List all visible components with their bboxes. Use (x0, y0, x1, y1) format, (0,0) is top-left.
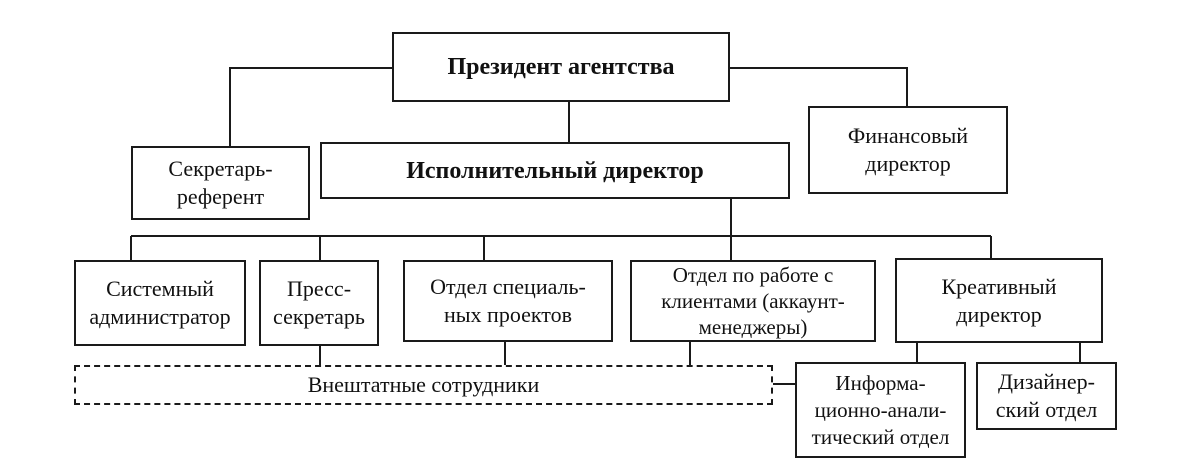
executive-director-label: Исполнительный директор (406, 157, 704, 184)
connector-president-financial (730, 67, 908, 106)
client-department-label: Отдел по работе с клиентами (аккаунт- ме… (661, 263, 845, 339)
info-analytic-label: Информа- ционно-анали- тический отдел (811, 370, 950, 449)
freelancers-label: Внештатные сотрудники (307, 372, 540, 397)
design-department-box: Дизайнер- ский отдел (976, 362, 1117, 430)
financial-director-label: Финансовый директор (847, 123, 969, 176)
sysadmin-box: Системный администратор (74, 260, 246, 346)
creative-director-box: Креативный директор (895, 258, 1103, 343)
info-analytic-box: Информа- ционно-анали- тический отдел (795, 362, 966, 458)
client-department-box: Отдел по работе с клиентами (аккаунт- ме… (630, 260, 876, 342)
financial-director-box: Финансовый директор (808, 106, 1008, 194)
executive-director-box: Исполнительный директор (320, 142, 790, 199)
freelancers-box: Внештатные сотрудники (74, 365, 773, 405)
design-department-label: Дизайнер- ский отдел (995, 369, 1098, 422)
president-box: Президент агентства (392, 32, 730, 102)
press-secretary-box: Пресс- секретарь (259, 260, 379, 346)
president-label: Президент агентства (447, 54, 675, 80)
special-projects-box: Отдел специаль- ных проектов (403, 260, 613, 342)
special-projects-label: Отдел специаль- ных проектов (430, 274, 586, 327)
press-secretary-label: Пресс- секретарь (273, 276, 365, 329)
creative-director-label: Креативный директор (941, 273, 1057, 327)
secretary-label: Секретарь- референт (168, 156, 273, 209)
sysadmin-label: Системный администратор (89, 276, 231, 329)
secretary-box: Секретарь- референт (131, 146, 310, 220)
connector-president-secretary (229, 67, 392, 146)
